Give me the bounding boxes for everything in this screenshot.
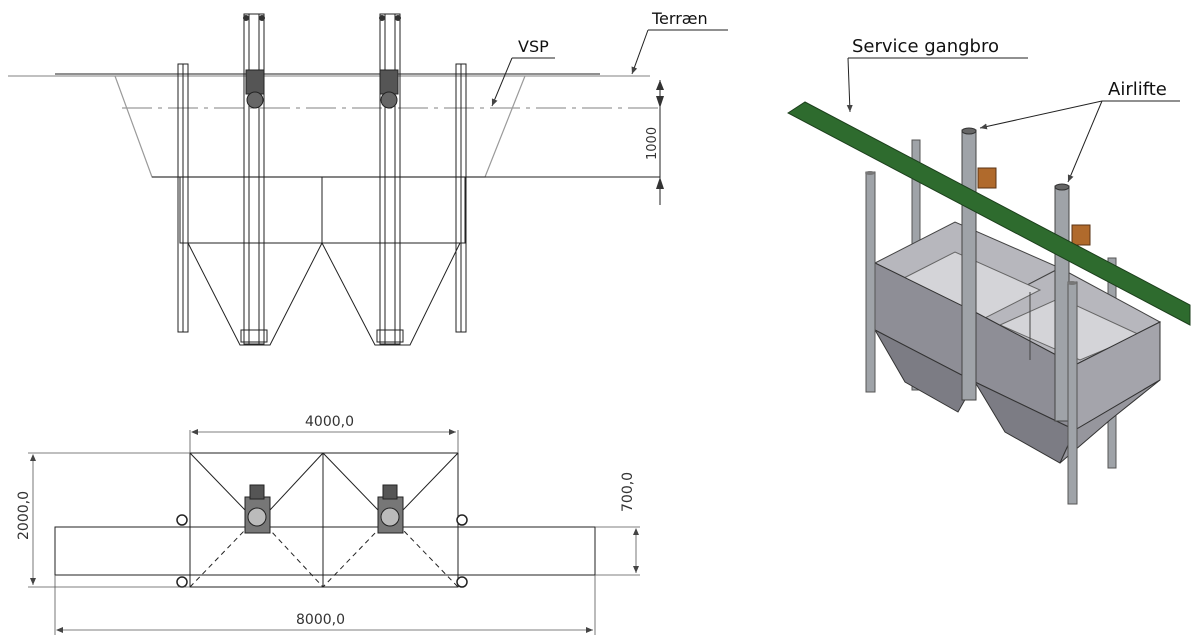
- iso-service-walkway: [787, 101, 1191, 326]
- plan-tanks: [189, 452, 459, 588]
- airlift-foot-2: [376, 329, 404, 343]
- iso-valve-1: [977, 167, 997, 189]
- airlift-column-1: [243, 13, 265, 345]
- dim-2000-label: 2000,0: [16, 491, 32, 540]
- iso-post-front-right: [1067, 281, 1078, 505]
- iso-post-front-left: [865, 171, 876, 393]
- airlift-valve-1: [245, 69, 265, 95]
- service-gangbro-label: Service gangbro: [852, 36, 999, 57]
- iso-airlift-2: [1054, 185, 1070, 422]
- vsp-label: VSP: [518, 37, 549, 56]
- iso-airlift-1: [961, 129, 977, 401]
- plan-walkway: [54, 526, 596, 576]
- dim-8000-label: 8000,0: [296, 612, 345, 628]
- dim-1000-label: 1000: [645, 127, 660, 160]
- dim-700-label: 700,0: [620, 472, 636, 512]
- airlift-column-2: [379, 13, 401, 345]
- dim-4000-label: 4000,0: [305, 414, 354, 430]
- plan-view: 4000,0 8000,0 2000,0 700,0: [16, 414, 640, 635]
- excavation-outline: [114, 75, 526, 178]
- airlifte-label: Airlifte: [1108, 79, 1167, 100]
- side-elevation: 1000 VSP Terræn: [8, 9, 728, 346]
- airlift-foot-1: [240, 329, 268, 343]
- iso-valve-2: [1071, 224, 1091, 246]
- isometric-view: Service gangbro Airlifte: [787, 36, 1191, 505]
- terraen-label: Terræn: [651, 9, 708, 28]
- hopper-outline: [187, 241, 461, 346]
- airlift-valve-2: [379, 69, 399, 95]
